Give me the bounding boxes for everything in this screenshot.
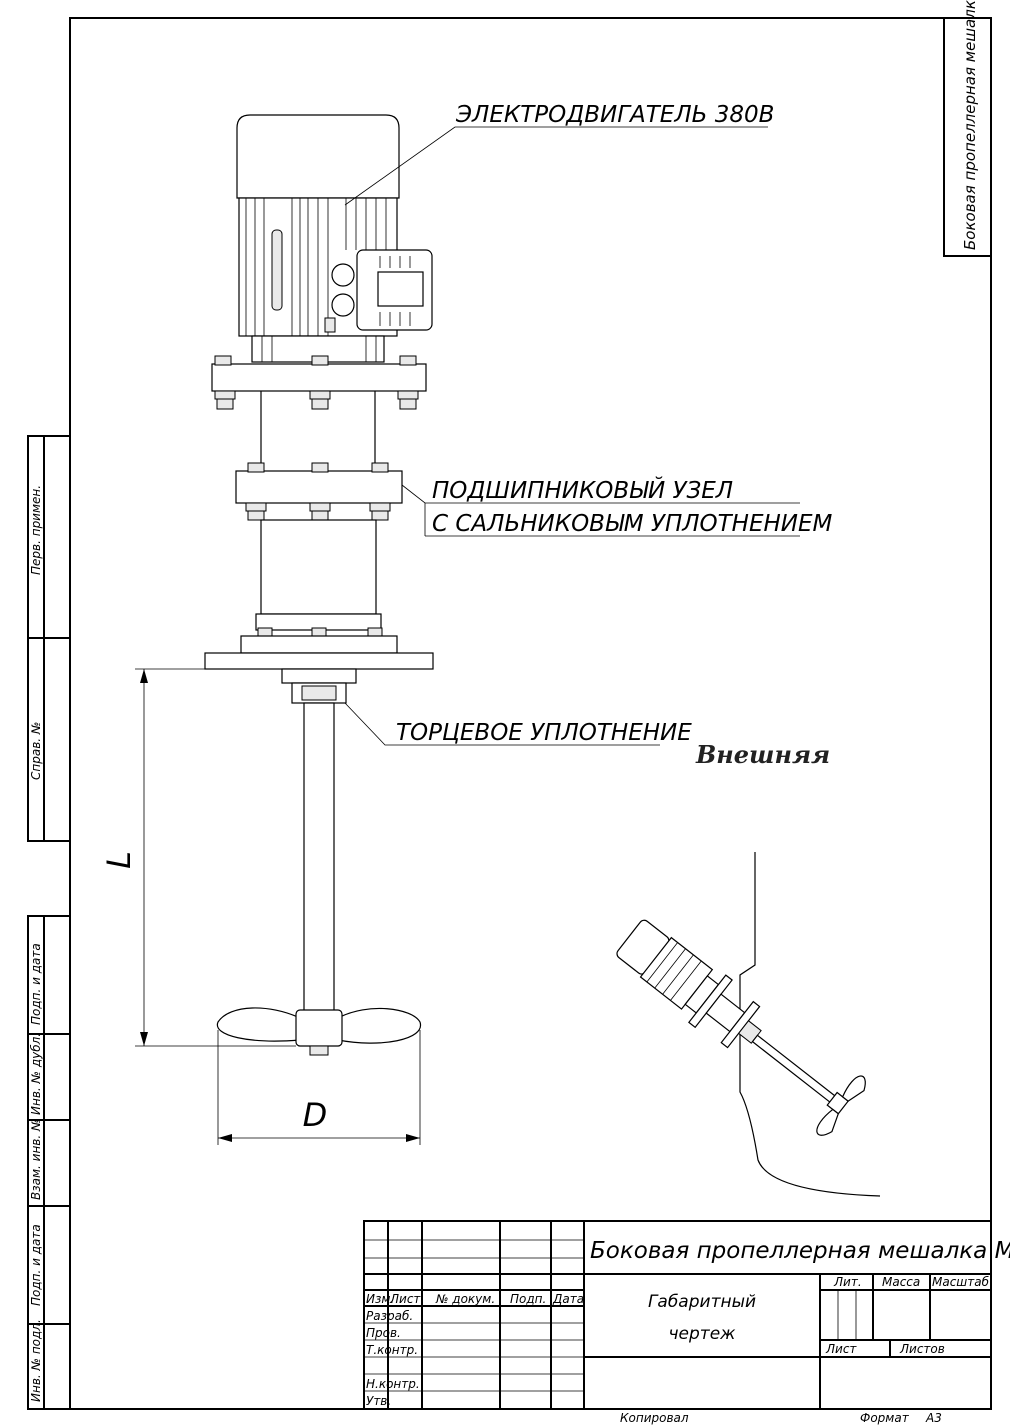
margin-podp-data-2: Подп. и дата — [29, 1224, 43, 1306]
callout-bearing-line1: ПОДШИПНИКОВЫЙ УЗЕЛ — [432, 476, 733, 504]
col-list: Лист — [389, 1292, 421, 1306]
row-utv: Утв. — [366, 1394, 391, 1408]
external-view-sketch — [616, 852, 881, 1197]
row-prov: Пров. — [366, 1326, 401, 1340]
dimension-lines — [135, 668, 421, 1145]
col-data: Дата — [552, 1292, 584, 1306]
callout-bearing-line2: С САЛЬНИКОВЫМ УПЛОТНЕНИЕМ — [432, 511, 833, 537]
mixer-drawing — [204, 114, 434, 1056]
row-razrab: Разраб. — [366, 1309, 413, 1323]
callout-motor: ЭЛЕКТРОДВИГАТЕЛЬ 380В — [455, 102, 774, 128]
cell-list: Лист — [825, 1342, 857, 1356]
footer-format-value: А3 — [925, 1411, 942, 1425]
margin-inv-podl: Инв. № подл. — [29, 1319, 43, 1402]
margin-vzam-inv: Взам. инв. № — [29, 1119, 43, 1200]
margin-podp-data-1: Подп. и дата — [29, 943, 43, 1025]
sheet-frame — [69, 17, 992, 1410]
cell-listov: Листов — [899, 1342, 945, 1356]
title-block-grid — [363, 1220, 992, 1410]
callout-seal: ТОРЦЕВОЕ УПЛОТНЕНИЕ — [396, 720, 692, 746]
footer-kopiroval: Копировал — [620, 1411, 689, 1425]
cell-lit: Лит. — [833, 1275, 862, 1289]
leader-lines — [344, 126, 800, 746]
col-podp: Подп. — [510, 1292, 546, 1306]
cell-massa: Масса — [882, 1275, 920, 1289]
col-izm: Изм. — [366, 1292, 394, 1306]
row-n-kontr: Н.контр. — [366, 1377, 420, 1391]
margin-inv-dubl: Инв. № дубл. — [29, 1033, 43, 1115]
margin-sprav-no: Справ. № — [29, 722, 43, 780]
left-margin-table — [27, 435, 71, 1410]
title-block-subtitle-1: Габаритный — [648, 1292, 756, 1312]
view-label: Внешняя — [695, 740, 830, 769]
cell-masshtab: Масштаб — [932, 1275, 990, 1289]
title-block-subtitle-2: чертеж — [669, 1324, 737, 1344]
dimension-diameter-label: D — [303, 1096, 328, 1134]
margin-perv-primen: Перв. примен. — [29, 485, 43, 575]
dimension-length-label: L — [100, 851, 138, 869]
side-stamp-title: Боковая пропеллерная мешалка МПб — [961, 0, 979, 250]
col-docum: № докум. — [435, 1292, 495, 1306]
footer-format-label: Формат — [860, 1411, 910, 1425]
title-block-title: Боковая пропеллерная мешалка МПб — [590, 1238, 1010, 1264]
row-t-kontr: Т.контр. — [366, 1343, 418, 1357]
